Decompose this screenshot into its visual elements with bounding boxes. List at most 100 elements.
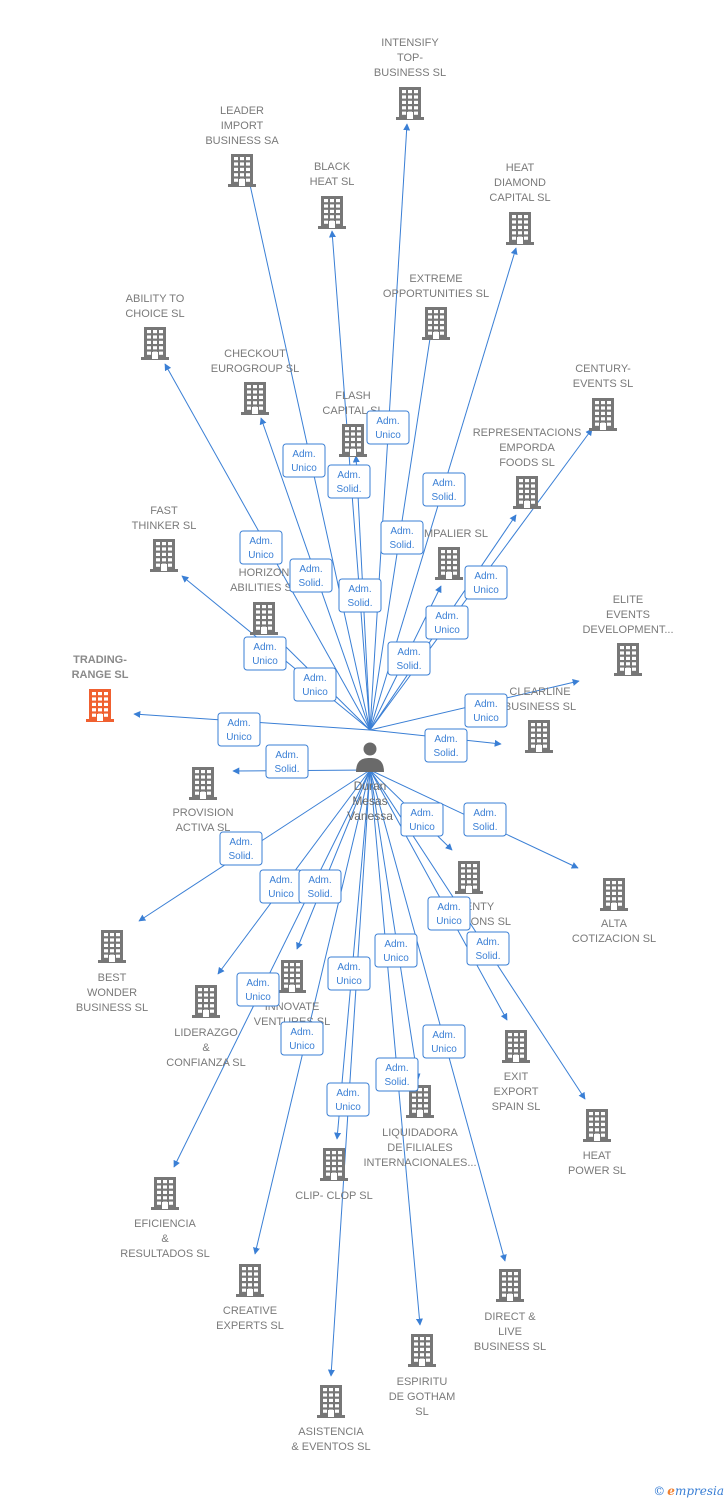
role-label-line: Unico — [383, 953, 409, 964]
company-label-line: CHECKOUT — [224, 348, 286, 360]
role-label-line: Solid. — [336, 484, 361, 495]
company-label-line: & — [202, 1042, 210, 1054]
company-node-asistencia[interactable]: ASISTENCIA& EVENTOS SL — [291, 1385, 371, 1453]
role-label-line: Adm. — [290, 1027, 313, 1038]
company-label-line: BEST — [98, 972, 127, 984]
role-label-line: Adm. — [432, 1030, 455, 1041]
building-icon — [506, 212, 534, 245]
role-badge-liquidadora[interactable]: Adm. Unico — [422, 1024, 466, 1059]
company-label-line: RANGE SL — [72, 669, 129, 681]
role-badge-mpalier[interactable]: Adm.Solid. — [387, 641, 431, 676]
role-badge-liderazgo[interactable]: Adm.Solid. — [298, 869, 342, 904]
role-badge-twenty[interactable]: Adm.Unico — [400, 802, 444, 837]
role-badge-espiritu[interactable]: Adm.Unico — [236, 972, 280, 1007]
role-label-line: Unico — [431, 1044, 457, 1055]
role-badge-clip[interactable]: Adm.Unico — [327, 956, 371, 991]
company-node-mpalier[interactable]: MPALIER SL — [424, 528, 488, 580]
role-badge-flash[interactable]: Adm.Solid. — [338, 578, 382, 613]
role-badge-leader[interactable]: Adm.Unico — [282, 443, 326, 478]
company-label-line: MPALIER SL — [424, 528, 488, 540]
company-node-century[interactable]: CENTURY-EVENTS SL — [573, 363, 634, 431]
role-label-line: Adm. — [308, 875, 331, 886]
company-label-line: EXTREME — [409, 273, 462, 285]
role-label-line: Unico — [289, 1041, 315, 1052]
company-label-line: FAST — [150, 505, 178, 517]
role-badge-creative[interactable]: Adm. Unico — [280, 1021, 324, 1056]
role-label-line: Solid. — [228, 851, 253, 862]
role-badge-exit[interactable]: Adm.Unico — [427, 896, 471, 931]
role-badge-intensify[interactable]: Adm.Unico — [366, 410, 410, 445]
company-node-elite[interactable]: ELITEEVENTSDEVELOPMENT... — [582, 594, 674, 676]
company-label-line: LEADER — [220, 105, 264, 117]
role-badge-eficiencia[interactable]: Adm.Unico — [374, 933, 418, 968]
role-badge-clearline[interactable]: Adm.Solid. — [424, 728, 468, 763]
role-badge-ability[interactable]: Adm.Unico — [239, 530, 283, 565]
role-label-line: Adm. — [299, 564, 322, 575]
building-icon — [278, 960, 306, 993]
role-badge-heat-power[interactable]: Adm.Solid. — [466, 931, 510, 966]
role-badge-century[interactable]: Adm.Unico — [464, 565, 508, 600]
company-label-line: FLASH — [335, 390, 371, 402]
role-badge-heat-diamond[interactable]: Adm.Solid. — [422, 472, 466, 507]
role-badge-best[interactable]: Adm.Solid. — [219, 831, 263, 866]
role-badge-direct[interactable]: Adm.Solid. — [375, 1057, 419, 1092]
role-label-line: Adm. — [303, 673, 326, 684]
company-label-line: ALTA — [601, 918, 628, 930]
role-badge-asistencia[interactable]: Adm.Unico — [326, 1082, 370, 1117]
company-label-line: TRADING- — [73, 654, 127, 666]
company-label-line: ASISTENCIA — [298, 1426, 364, 1438]
role-label-line: Adm. — [390, 526, 413, 537]
company-label-line: LIVE — [498, 1326, 522, 1338]
company-label-line: DIAMOND — [494, 177, 546, 189]
building-icon — [435, 547, 463, 580]
copyright-icon: © — [653, 1484, 666, 1498]
role-badge-alta[interactable]: Adm.Solid. — [463, 802, 507, 837]
building-icon — [502, 1030, 530, 1063]
company-node-trading[interactable]: TRADING- RANGE SL — [72, 654, 129, 722]
role-badge-trading[interactable]: Adm.Unico — [217, 712, 261, 747]
building-icon — [589, 398, 617, 431]
company-node-clip[interactable]: CLIP- CLOP SL — [295, 1148, 373, 1202]
role-badge-representaciones[interactable]: Adm.Unico — [425, 605, 469, 640]
role-badge-black-heat[interactable]: Adm.Solid. — [327, 464, 371, 499]
person-name-line: Duran — [354, 779, 387, 793]
role-badge-provision[interactable]: Adm.Solid. — [265, 744, 309, 779]
role-label-line: Solid. — [475, 951, 500, 962]
company-label-line: EVENTS — [606, 609, 650, 621]
role-badge-extreme[interactable]: Adm.Solid. — [380, 520, 424, 555]
brand-footer[interactable]: ©empresia — [653, 1484, 724, 1498]
role-badge-checkout[interactable]: Adm.Solid. — [289, 558, 333, 593]
company-label-line: EMPORDA — [499, 442, 555, 454]
role-badge-fast[interactable]: Adm.Unico — [243, 636, 287, 671]
role-badge-elite[interactable]: Adm.Unico — [464, 693, 508, 728]
role-label-line: Unico — [248, 550, 274, 561]
company-node-liderazgo[interactable]: LIDERAZGO&CONFIANZA SL — [166, 985, 246, 1069]
company-node-eficiencia[interactable]: EFICIENCIA&RESULTADOS SL — [120, 1177, 210, 1260]
company-label-line: REPRESENTACIONS — [473, 427, 582, 439]
role-badge-horizon[interactable]: Adm.Unico — [293, 667, 337, 702]
role-badge-innovate[interactable]: Adm.Unico — [259, 869, 303, 904]
company-label-line: EXIT — [504, 1071, 529, 1083]
building-icon — [150, 539, 178, 572]
